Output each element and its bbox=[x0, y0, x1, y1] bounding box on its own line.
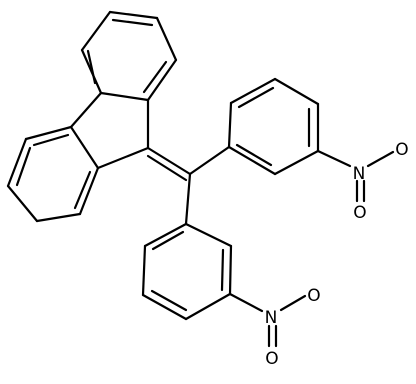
bond bbox=[69, 125, 100, 170]
double-bond-inner-line bbox=[142, 60, 168, 94]
bond bbox=[141, 244, 147, 297]
double-bond-inner-line bbox=[235, 143, 273, 167]
upper-nitrogen-atom: N bbox=[353, 164, 366, 184]
bond bbox=[228, 292, 264, 313]
bond bbox=[6, 137, 28, 188]
bond bbox=[146, 146, 192, 176]
bond bbox=[155, 16, 178, 62]
bond bbox=[184, 222, 233, 248]
double-bond-inner-line bbox=[86, 49, 97, 85]
bond bbox=[80, 10, 112, 52]
upper-oxygen-atom-bottom: O bbox=[353, 203, 366, 223]
bond bbox=[99, 91, 150, 102]
bond bbox=[69, 91, 103, 129]
bond bbox=[366, 150, 395, 168]
bond bbox=[229, 77, 277, 105]
bond bbox=[273, 149, 320, 176]
double-bond-inner-line bbox=[150, 289, 188, 312]
bond bbox=[108, 10, 159, 20]
fluorene-upper-benzene-ring bbox=[80, 10, 178, 102]
bond bbox=[227, 145, 277, 176]
bond bbox=[143, 222, 188, 248]
double-bond-inner-line bbox=[73, 170, 92, 210]
bond bbox=[96, 146, 150, 170]
double-bond-inner-line bbox=[237, 86, 275, 109]
fluorene-lower-benzene-ring bbox=[6, 125, 100, 223]
lower-nitro-group: N O O bbox=[228, 286, 321, 369]
bond bbox=[6, 184, 39, 223]
bond-to-lower-phenyl bbox=[184, 172, 192, 226]
bond-to-upper-phenyl bbox=[188, 145, 231, 176]
bond bbox=[35, 212, 82, 223]
double-bond-inner-line bbox=[15, 146, 32, 187]
bond bbox=[78, 166, 100, 216]
bond bbox=[141, 293, 188, 321]
bond bbox=[24, 125, 73, 141]
exocyclic-double-bond bbox=[146, 146, 192, 182]
upper-oxygen-atom-right: O bbox=[395, 140, 408, 160]
double-bond-inner-line bbox=[146, 154, 188, 182]
double-bond-inner-line bbox=[220, 248, 225, 292]
bond bbox=[227, 101, 233, 149]
double-bond-inner-line bbox=[32, 133, 70, 147]
bond bbox=[279, 294, 307, 312]
bond bbox=[316, 149, 352, 168]
lower-nitrophenyl-ring bbox=[141, 222, 233, 321]
upper-nitrophenyl-ring bbox=[227, 77, 320, 176]
lower-oxygen-atom-bottom: O bbox=[265, 349, 278, 369]
bond bbox=[146, 58, 178, 102]
bond bbox=[273, 77, 320, 106]
bond bbox=[184, 292, 232, 321]
lower-nitrogen-atom: N bbox=[265, 308, 278, 328]
lower-oxygen-atom-right: O bbox=[307, 286, 320, 306]
double-bond-inner-line bbox=[111, 18, 154, 27]
double-bond-inner-line bbox=[151, 230, 185, 251]
upper-nitro-group: N O O bbox=[316, 140, 409, 223]
bond bbox=[228, 244, 233, 296]
fluorene-five-membered-ring bbox=[69, 91, 150, 170]
